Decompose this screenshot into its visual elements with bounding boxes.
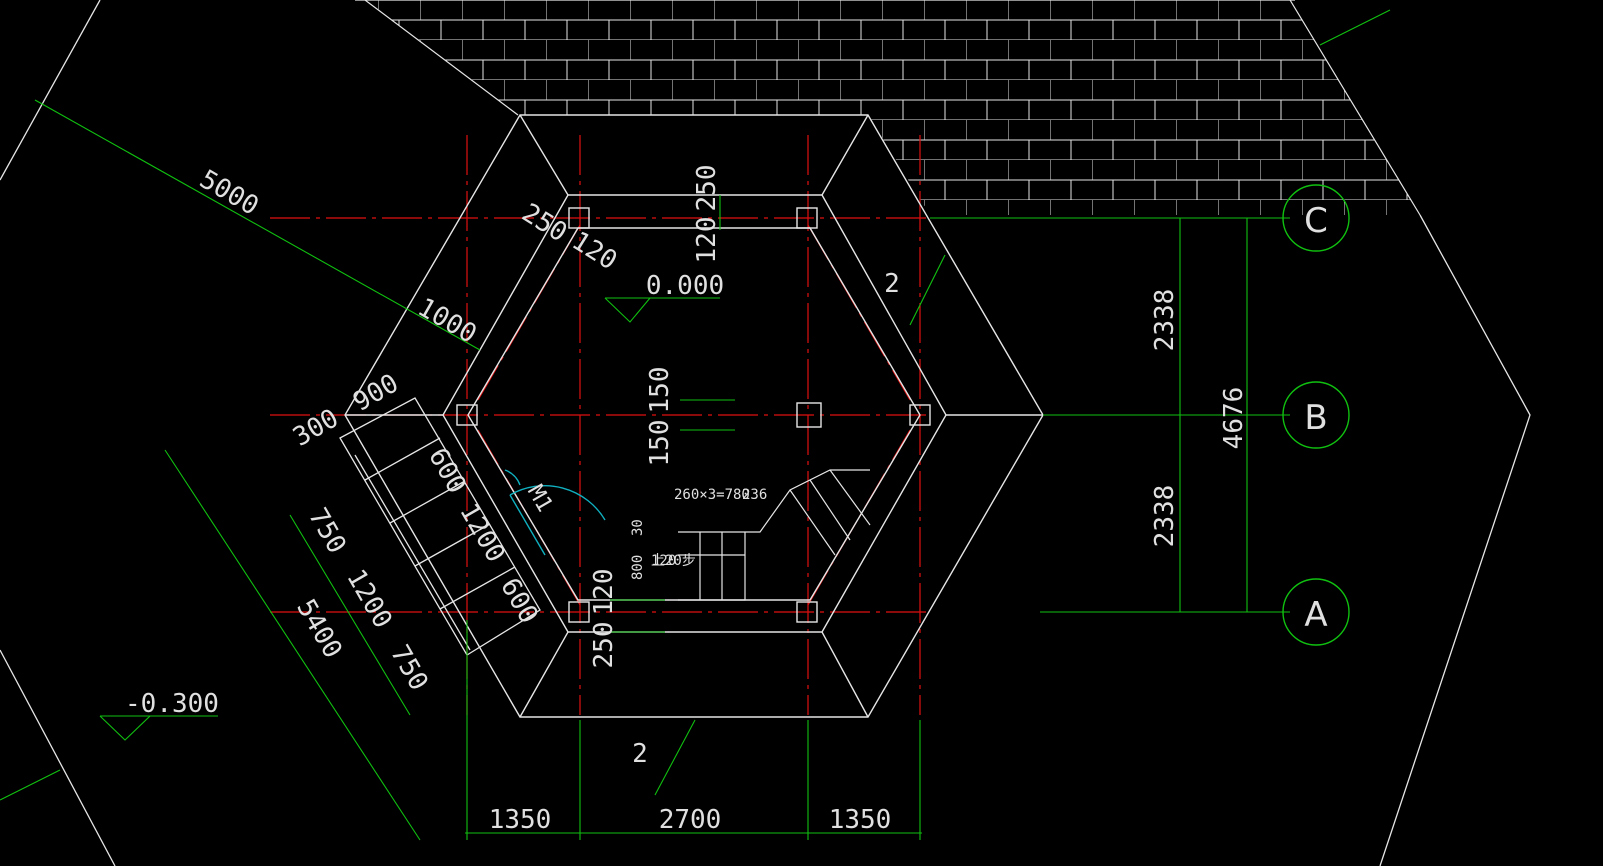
dim-side-750-b: 750 bbox=[384, 640, 433, 696]
stair-notes: 260×3=780 236 30 800 120 上20步 bbox=[630, 487, 767, 580]
dim-top-1: 250 bbox=[692, 165, 722, 212]
grid-bubble-b-label: B bbox=[1304, 398, 1327, 438]
dim-bottom-2: 2700 bbox=[659, 805, 722, 835]
column-a-right bbox=[796, 601, 818, 623]
dim-column-2: 150 bbox=[645, 420, 675, 467]
dim-right-1: 2338 bbox=[1150, 289, 1180, 352]
dim-side-750-a: 750 bbox=[302, 503, 351, 559]
dim-bottom-3: 1350 bbox=[829, 805, 892, 835]
dim-diagonal-5000: 5000 bbox=[194, 164, 263, 221]
level-platform: 0.000 bbox=[646, 271, 724, 301]
stair-note-30: 30 bbox=[630, 519, 646, 536]
door-m1 bbox=[504, 469, 606, 556]
dim-entry-900: 900 bbox=[348, 368, 404, 417]
grid-bubble-a-label: A bbox=[1304, 595, 1327, 635]
level-markers bbox=[99, 297, 720, 741]
grid-bubbles: C B A bbox=[1282, 184, 1350, 646]
columns bbox=[456, 207, 931, 623]
grid-bubble-c-label: C bbox=[1304, 201, 1328, 241]
site-outline bbox=[0, 0, 1531, 866]
stair-note-236: 236 bbox=[742, 487, 767, 503]
level-ground: -0.300 bbox=[125, 689, 219, 719]
dim-right-2: 2338 bbox=[1150, 485, 1180, 548]
section-mark-right: 2 bbox=[884, 269, 900, 299]
section-mark-bottom: 2 bbox=[632, 739, 648, 769]
dim-right-total: 4676 bbox=[1219, 387, 1249, 450]
dimension-lines bbox=[0, 9, 1391, 841]
brick-paving-hatch bbox=[364, 0, 1421, 216]
stair-note-tread: 260×3=780 bbox=[674, 487, 750, 503]
dim-entry-total: 5400 bbox=[290, 594, 347, 663]
entrance-steps bbox=[339, 397, 541, 656]
column-a-left bbox=[568, 601, 590, 623]
dim-bottom-column-2: 250 bbox=[589, 622, 619, 669]
column-b-left bbox=[456, 404, 478, 426]
dim-bottom-column-1: 120 bbox=[589, 569, 619, 616]
column-c-left bbox=[568, 207, 590, 229]
column-b-right bbox=[909, 404, 931, 426]
dim-stair-1200: 1200 bbox=[453, 498, 510, 567]
column-c-right bbox=[796, 207, 818, 229]
dim-column-1: 150 bbox=[645, 367, 675, 414]
dim-top-2: 120 bbox=[692, 217, 722, 264]
dim-bottom-1: 1350 bbox=[489, 805, 552, 835]
dim-entry-300: 300 bbox=[288, 403, 344, 452]
dim-diagonal-1000: 1000 bbox=[412, 292, 481, 349]
stair-note-800: 800 bbox=[630, 555, 646, 580]
level-texts: 0.000 -0.300 bbox=[125, 271, 724, 719]
grid-bubble-a bbox=[1282, 578, 1350, 646]
section-marks: 2 2 bbox=[632, 269, 900, 769]
column-b-center bbox=[796, 402, 822, 428]
dim-corner-1: 250 bbox=[516, 198, 572, 248]
dim-side-1200: 1200 bbox=[340, 564, 397, 633]
dim-stair-600-b: 600 bbox=[494, 573, 543, 629]
stair-note-steps: 上20步 bbox=[651, 553, 696, 569]
grid-bubble-c bbox=[1282, 184, 1350, 252]
stair-note-120: 120 bbox=[651, 553, 676, 569]
grid-bubble-b bbox=[1282, 381, 1350, 449]
interior-stair bbox=[678, 469, 871, 601]
